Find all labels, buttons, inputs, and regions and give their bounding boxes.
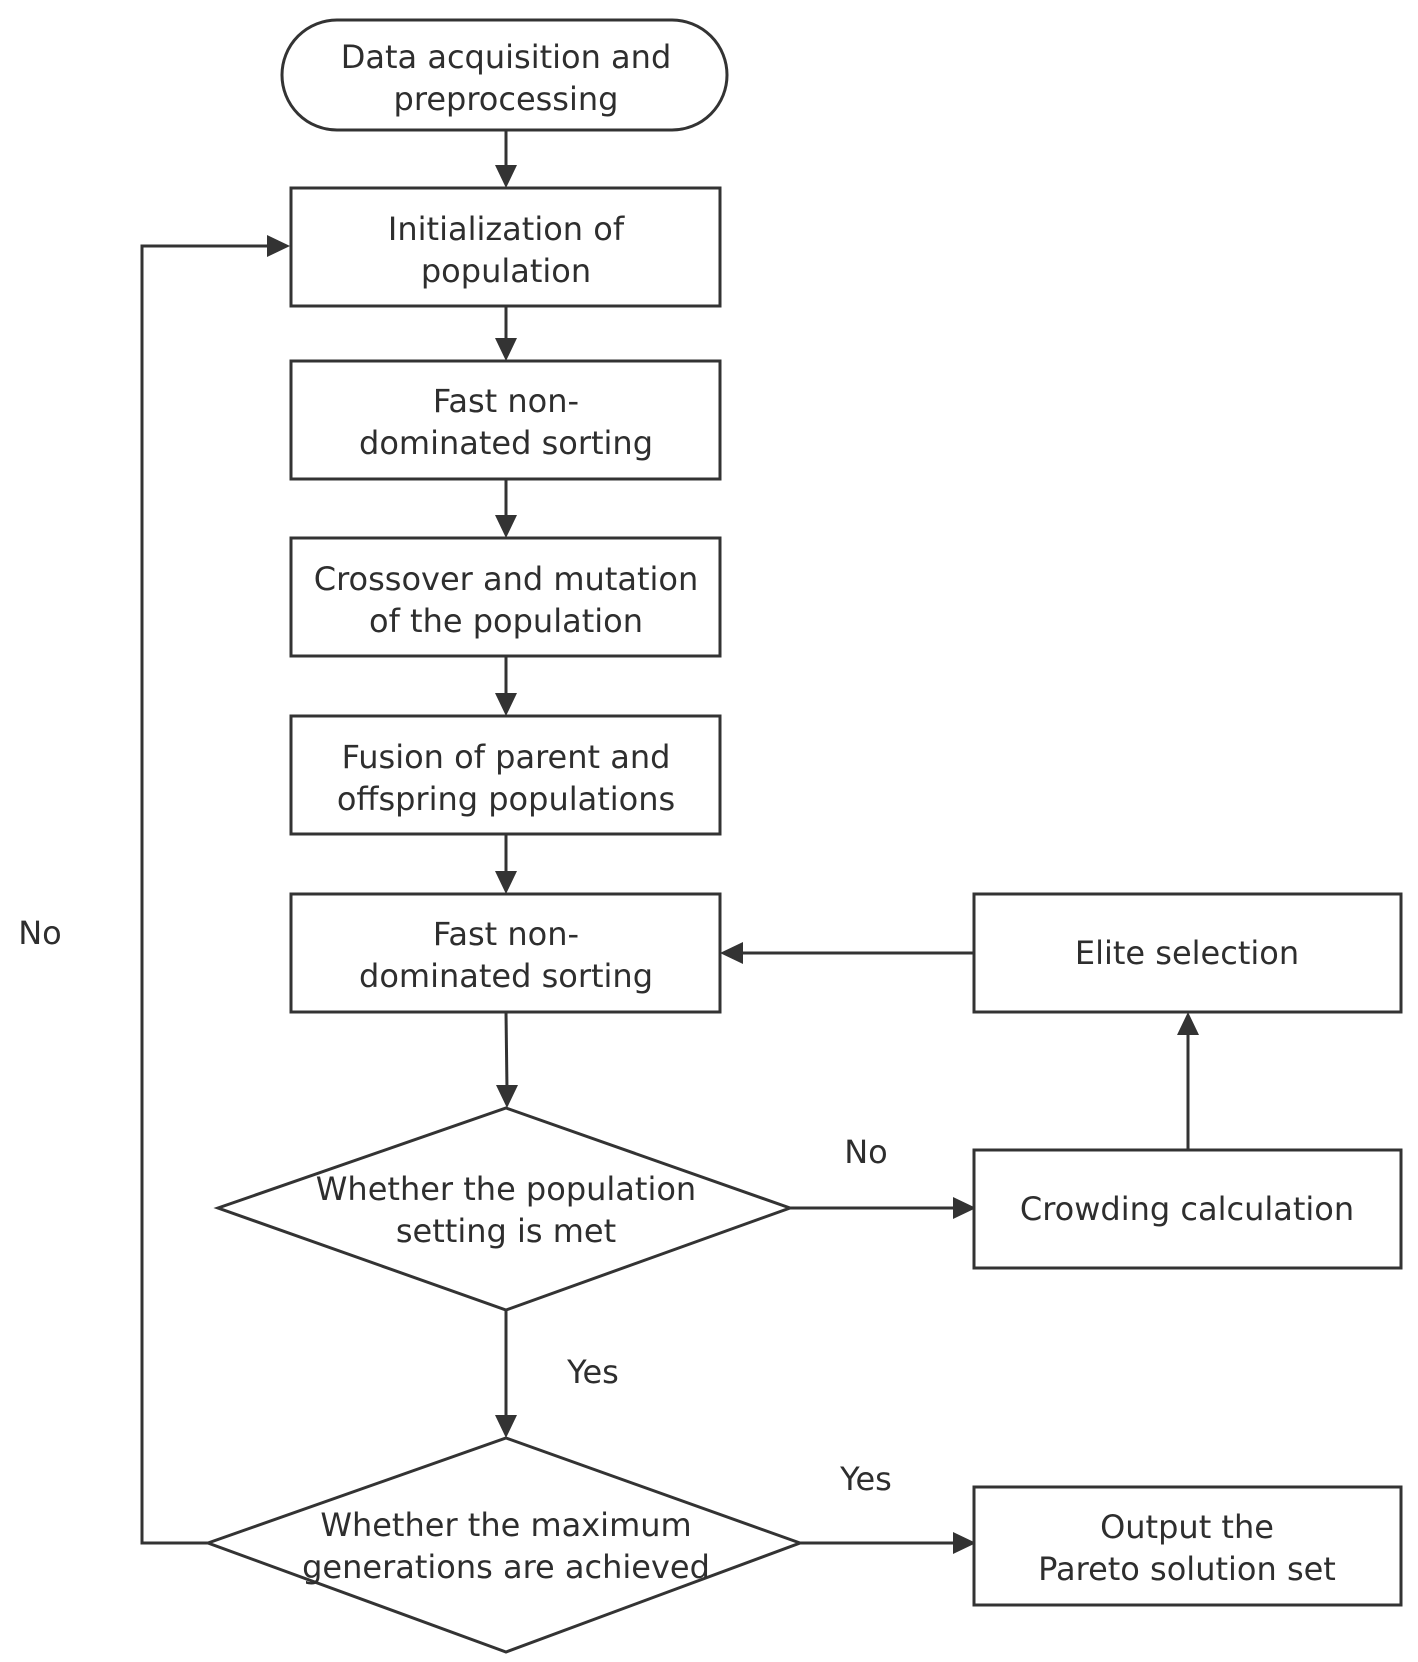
node-fast-sorting-2: Fast non- dominated sorting bbox=[289, 892, 722, 1014]
node-initialization-line1: Initialization of bbox=[388, 210, 625, 248]
decision-generations-line1: Whether the maximum bbox=[320, 1506, 691, 1544]
node-fast-sorting-1: Fast non- dominated sorting bbox=[289, 359, 722, 481]
decision-generations-line2: generations are achieved bbox=[302, 1548, 710, 1586]
arrowhead-decision-pop-to-crowding bbox=[953, 1197, 976, 1219]
arrowhead-crossover-to-fusion bbox=[495, 693, 517, 716]
arrowhead-loop-to-init bbox=[267, 235, 290, 257]
node-initialization-line2: population bbox=[421, 252, 591, 290]
arrowhead-decision-gen-to-output bbox=[953, 1532, 976, 1554]
arrowhead-crowding-to-elite bbox=[1177, 1012, 1199, 1035]
node-data-acquisition-line2: preprocessing bbox=[394, 80, 619, 118]
node-fast-sorting-1-line1: Fast non- bbox=[433, 382, 579, 420]
node-data-acquisition-line1: Data acquisition and bbox=[341, 38, 672, 76]
node-elite-selection-label: Elite selection bbox=[1075, 934, 1299, 972]
node-crossover-mutation: Crossover and mutation of the population bbox=[289, 536, 722, 658]
decision-population-line1: Whether the population bbox=[316, 1170, 696, 1208]
node-elite-selection: Elite selection bbox=[972, 892, 1403, 1014]
arrowhead-decision-pop-to-decision-gen bbox=[495, 1415, 517, 1438]
node-crowding-calculation: Crowding calculation bbox=[972, 1148, 1403, 1270]
edge-sort2-to-decision-pop bbox=[504, 1011, 509, 1091]
node-fusion-line2: offspring populations bbox=[337, 780, 675, 818]
arrowhead-fusion-to-sort2 bbox=[495, 871, 517, 894]
arrowhead-init-to-sort1 bbox=[495, 338, 517, 361]
node-fast-sorting-2-line2: dominated sorting bbox=[359, 957, 653, 995]
label-generations-no: No bbox=[18, 914, 62, 952]
node-decision-generations: Whether the maximum generations are achi… bbox=[203, 1436, 805, 1654]
node-output-line2: Pareto solution set bbox=[1038, 1550, 1336, 1588]
node-crossover-line1: Crossover and mutation bbox=[314, 560, 699, 598]
node-initialization-of-population: Initialization of population bbox=[289, 186, 722, 308]
node-output-line1: Output the bbox=[1100, 1508, 1274, 1546]
label-generations-yes: Yes bbox=[839, 1460, 892, 1498]
node-fusion-populations: Fusion of parent and offspring populatio… bbox=[289, 714, 722, 836]
decision-population-line2: setting is met bbox=[396, 1212, 616, 1250]
node-crossover-line2: of the population bbox=[369, 602, 643, 640]
node-decision-population: Whether the population setting is met bbox=[213, 1106, 795, 1312]
node-data-acquisition: Data acquisition and preprocessing bbox=[280, 18, 729, 132]
label-population-no: No bbox=[844, 1133, 888, 1171]
edges bbox=[140, 130, 1199, 1554]
node-output-pareto: Output the Pareto solution set bbox=[972, 1485, 1403, 1607]
arrowhead-elite-to-sort2 bbox=[720, 942, 743, 964]
arrowhead-data-to-init bbox=[495, 165, 517, 188]
arrowhead-sort1-to-crossover bbox=[495, 515, 517, 538]
edge-labels: No Yes Yes No bbox=[18, 914, 892, 1498]
edge-decision-gen-loop-to-init bbox=[140, 244, 272, 1545]
node-fast-sorting-1-line2: dominated sorting bbox=[359, 424, 653, 462]
node-fast-sorting-2-line1: Fast non- bbox=[433, 915, 579, 953]
node-crowding-label: Crowding calculation bbox=[1020, 1190, 1354, 1228]
arrowhead-sort2-to-decision-pop bbox=[496, 1085, 518, 1108]
node-fusion-line1: Fusion of parent and bbox=[342, 738, 671, 776]
label-population-yes: Yes bbox=[566, 1353, 619, 1391]
